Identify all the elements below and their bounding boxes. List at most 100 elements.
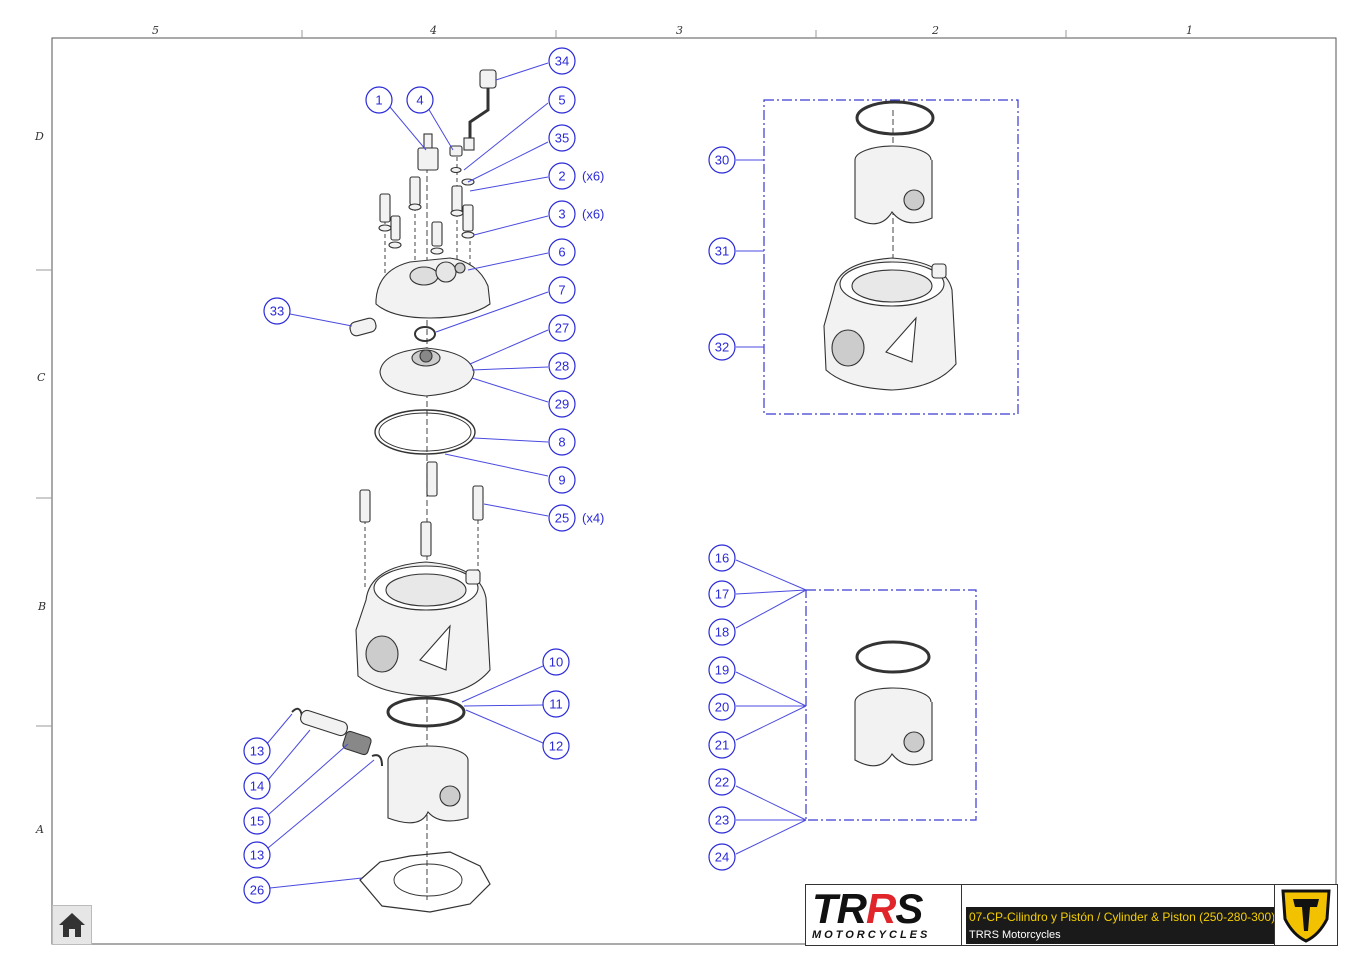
callout-circle (548, 200, 576, 228)
callout-circle (708, 693, 736, 721)
callout-quantity: (x4) (582, 511, 604, 526)
callout-label: 34 (555, 54, 569, 69)
piston-kit (854, 640, 933, 767)
callout-label: 15 (250, 814, 264, 829)
callout-quantity: (x6) (582, 207, 604, 222)
brand-logo: TRRS MOTORCYCLES (806, 885, 962, 945)
cylinder-kit-frame (763, 99, 1019, 415)
spark-plug (417, 133, 439, 171)
cylinder-head (375, 257, 491, 319)
cylinder-studs (359, 461, 484, 557)
callout-circle (548, 466, 576, 494)
callout-label: 10 (549, 655, 563, 670)
trrs-shield-logo (1274, 885, 1337, 945)
callout-label: 3 (558, 207, 565, 222)
home-icon (59, 913, 85, 937)
callout-label: 27 (555, 321, 569, 336)
callout-circle (548, 124, 576, 152)
company-name: TRRS Motorcycles (966, 927, 1275, 944)
callout-circle (708, 731, 736, 759)
piston-ring (386, 696, 466, 728)
callout-circle (708, 656, 736, 684)
callout-label: 21 (715, 738, 729, 753)
callout-label: 17 (715, 587, 729, 602)
callout-label: 4 (416, 93, 423, 108)
sheet-border (51, 37, 1337, 945)
callout-circle (708, 806, 736, 834)
callout-label: 25 (555, 511, 569, 526)
grid-row-label: D (35, 130, 44, 143)
callout-label: 18 (715, 625, 729, 640)
grid-column-label: 3 (676, 24, 683, 37)
callout-circle (548, 314, 576, 342)
callout-circle (548, 504, 576, 532)
callout-circle (365, 86, 393, 114)
piston-pin-assembly (291, 707, 383, 767)
callout-circle (243, 807, 271, 835)
washer (450, 166, 462, 174)
callout-quantity: (x6) (582, 169, 604, 184)
callout-circle (708, 580, 736, 608)
callout-circle (542, 690, 570, 718)
callout-label: 8 (558, 435, 565, 450)
callout-circle (406, 86, 434, 114)
callout-circle (548, 352, 576, 380)
base-gasket (359, 851, 491, 913)
callout-label: 6 (558, 245, 565, 260)
callout-circle (548, 238, 576, 266)
callout-label: 9 (558, 473, 565, 488)
callout-label: 31 (715, 244, 729, 259)
home-button[interactable] (52, 905, 92, 945)
callout-circle (548, 276, 576, 304)
callout-label: 1 (375, 93, 382, 108)
callout-label: 16 (715, 551, 729, 566)
grid-row-label: B (38, 600, 47, 613)
callout-circle (542, 648, 570, 676)
callout-label: 28 (555, 359, 569, 374)
callout-circle (708, 237, 736, 265)
piston-kit-frame (805, 589, 977, 821)
callout-label: 13 (250, 848, 264, 863)
callout-circle (548, 86, 576, 114)
grid-column-label: 2 (932, 24, 939, 37)
callout-bubbles: 1 4 34 5 35 2 (x6) 3 (x6) 6 33 7 27 28 29 8 9 25 (x4) 10 11 1… (243, 47, 736, 904)
callout-label: 29 (555, 397, 569, 412)
callout-circle (263, 297, 291, 325)
callout-label: 13 (250, 744, 264, 759)
callout-label: 22 (715, 775, 729, 790)
exploded-assembly (291, 69, 497, 913)
piston-exploded (387, 745, 469, 824)
grid-column-label: 5 (152, 24, 159, 37)
callout-label: 12 (549, 739, 563, 754)
callout-label: 20 (715, 700, 729, 715)
callout-circle (243, 841, 271, 869)
leader-lines (265, 62, 807, 889)
callout-label: 11 (549, 697, 563, 712)
callout-label: 26 (250, 883, 264, 898)
callout-label: 33 (270, 304, 284, 319)
callout-label: 19 (715, 663, 729, 678)
callout-label: 5 (558, 93, 565, 108)
callout-label: 30 (715, 153, 729, 168)
callout-circle (548, 428, 576, 456)
hose-fitting (349, 317, 377, 337)
callout-circle (708, 843, 736, 871)
cylinder-exploded (355, 561, 491, 697)
callout-label: 32 (715, 340, 729, 355)
head-bolts (378, 176, 475, 255)
callout-circle (548, 162, 576, 190)
head-gasket (374, 409, 476, 455)
brand-subtitle: MOTORCYCLES (812, 929, 931, 941)
head-gasket-inner (378, 412, 472, 452)
callout-label: 7 (558, 283, 565, 298)
o-ring (414, 326, 436, 342)
brand-wordmark: TRRS (812, 885, 923, 932)
cylinder-kit (823, 100, 957, 391)
callout-label: 35 (555, 131, 569, 146)
grid-ticks (36, 30, 1067, 727)
grid-row-label: C (37, 371, 46, 384)
callout-label: 2 (558, 169, 565, 184)
callout-circle (548, 390, 576, 418)
callout-circle (243, 737, 271, 765)
